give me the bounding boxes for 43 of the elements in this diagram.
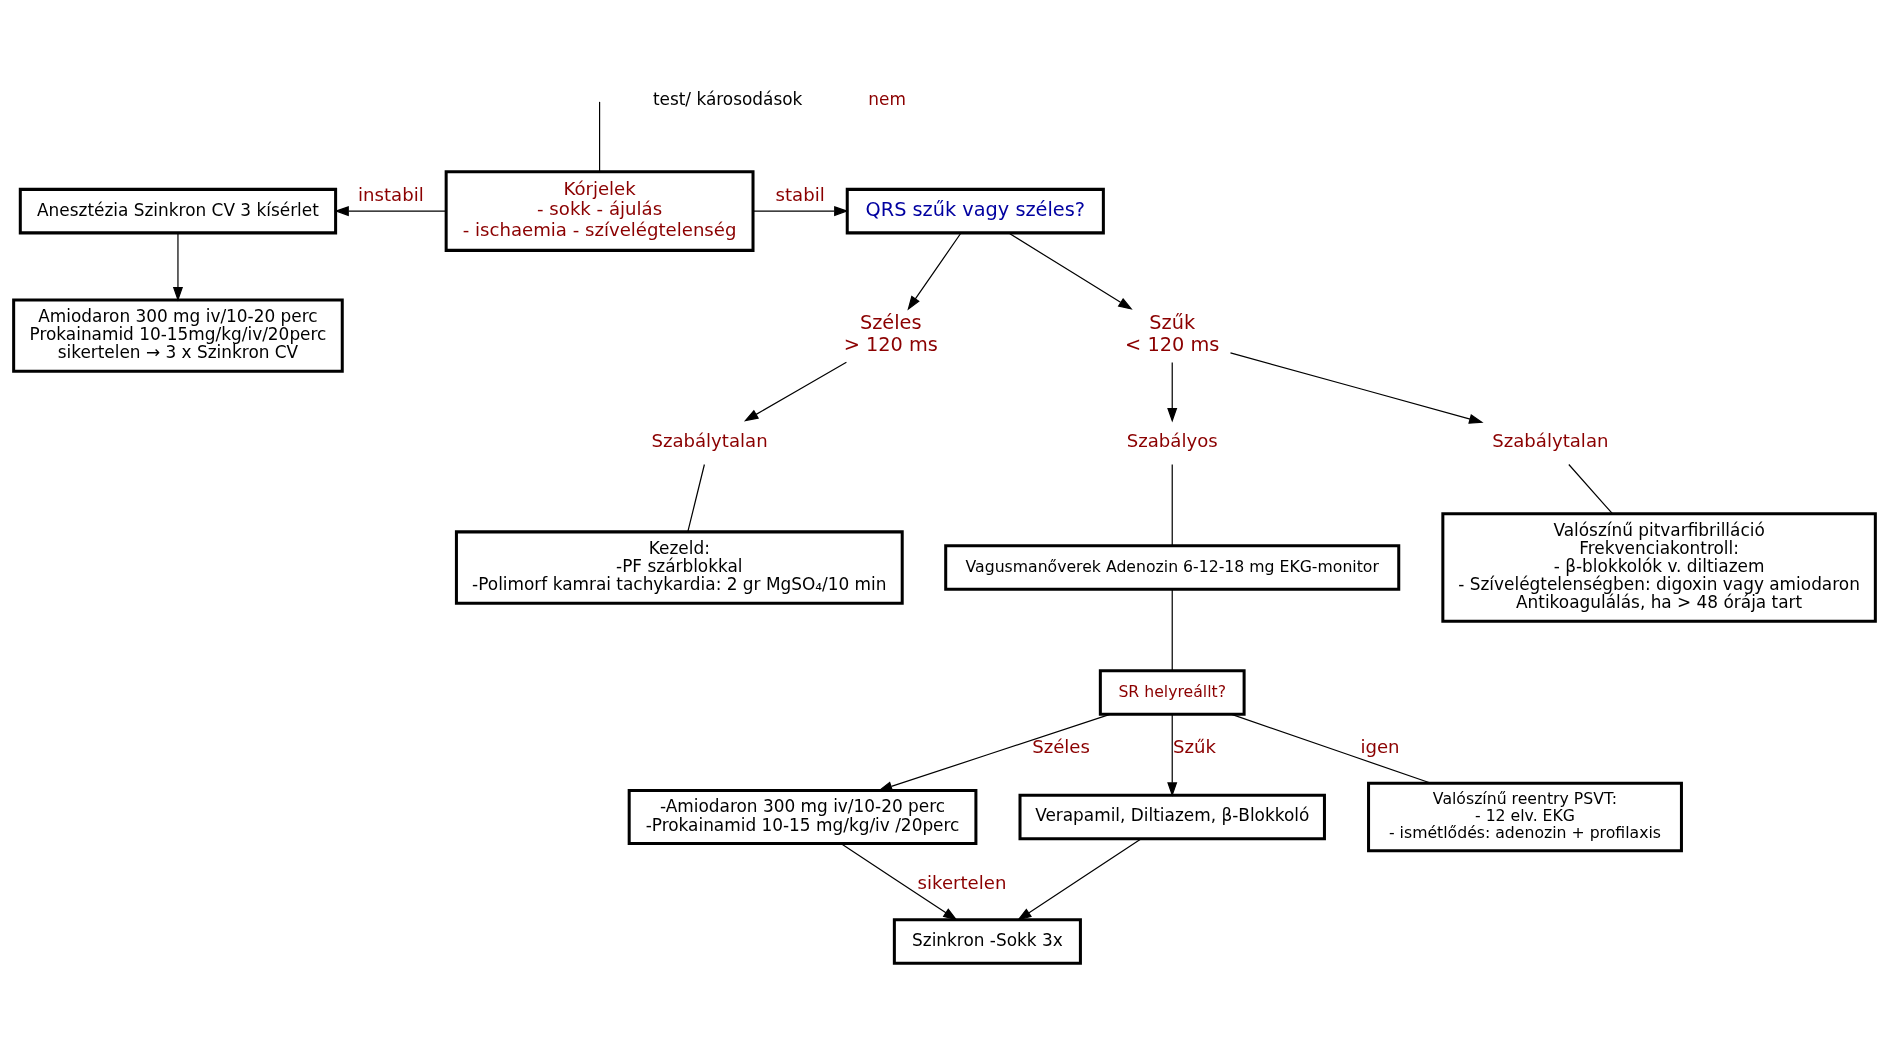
connector	[687, 463, 705, 532]
arrow	[1167, 713, 1178, 797]
edge-label: instabil	[358, 183, 424, 205]
node-box: Amiodaron 300 mg iv/10-20 perc Prokainamid 10-15mg/kg/iv/20perc sikertelen → 3 x Szinkron CV	[12, 297, 344, 373]
edge-label: Szűk	[1173, 735, 1217, 757]
arrow	[1017, 837, 1142, 921]
arrow	[877, 713, 1111, 791]
node-box: SR helyreállt?	[1098, 668, 1246, 716]
connector	[1231, 713, 1431, 784]
node-box: Anesztézia Szinkron CV 3 kísérlet	[18, 187, 338, 234]
label: nem	[868, 88, 906, 109]
node-box: Kórjelek - sokk - ájulás - ischaemia - szívelégtelenség	[444, 169, 755, 252]
arrow	[743, 361, 847, 421]
node-box: -Amiodaron 300 mg iv/10-20 perc -Prokainamid 10-15 mg/kg/iv /20perc	[627, 788, 978, 845]
arrow	[1229, 351, 1484, 424]
connector	[1568, 463, 1613, 514]
connector	[1171, 463, 1173, 546]
node-box: QRS szűk vagy széles?	[845, 187, 1105, 234]
node-text: Szabályos	[1126, 429, 1218, 451]
arrow	[840, 842, 958, 921]
node-text: Szabálytalan	[1492, 429, 1609, 451]
arrow	[1008, 231, 1133, 310]
node-text: Szűk < 120 ms	[1125, 310, 1220, 356]
node-box: Verapamil, Diltiazem, β-Blokkoló	[1018, 793, 1326, 840]
label: test/ károsodások	[652, 88, 803, 109]
edge-label: igen	[1360, 735, 1400, 757]
arrow	[172, 231, 184, 301]
node-box: Szinkron -Sokk 3x	[892, 917, 1082, 965]
node-box: Valószínű pitvarfibrilláció Frekvenciakontroll: - β-blokkolók v. diltiazem - Szívelégtelenségben: digoxin vagy amiodaron Antikoagulálás, ha > 48 órája tart	[1441, 511, 1877, 623]
node-box: Vagusmanőverek Adenozin 6-12-18 mg EKG-monitor	[944, 543, 1401, 591]
connector	[599, 100, 601, 172]
node-box: Valószínű reentry PSVT: - 12 elv. EKG - ismétlődés: adenozin + profilaxis	[1367, 781, 1683, 852]
edge-label: Széles	[1032, 735, 1090, 757]
edge-label: sikertelen	[917, 871, 1007, 893]
node-text: Szabálytalan	[651, 429, 768, 451]
arrow	[1167, 361, 1178, 422]
arrow	[752, 205, 849, 216]
node-text: Széles > 120 ms	[843, 310, 938, 356]
node-box: Kezeld: -PF szárblokkal -Polimorf kamrai tachykardia: 2 gr MgSO₄/10 min	[454, 529, 904, 605]
arrow	[907, 231, 962, 310]
arrow	[334, 205, 447, 216]
edge-label: stabil	[775, 183, 825, 205]
connector	[1171, 588, 1173, 671]
